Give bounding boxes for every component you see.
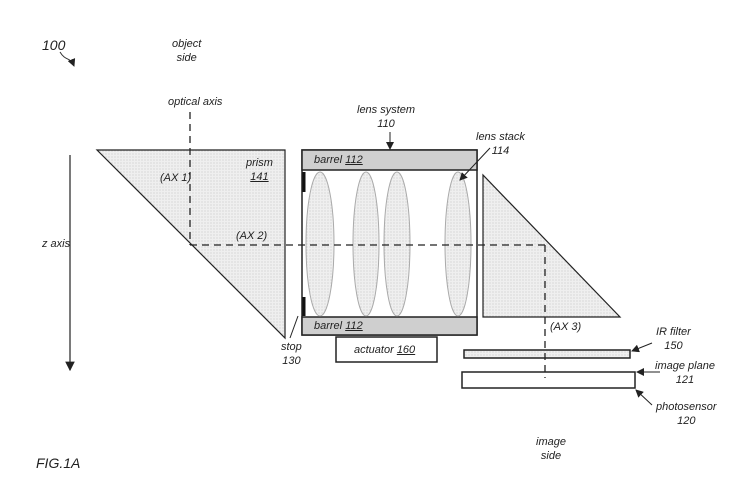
- lens-element: [305, 171, 335, 317]
- lens-element: [383, 171, 411, 317]
- ax1-label: (AX 1): [160, 172, 192, 184]
- optical-axis-path: [189, 112, 546, 378]
- z-axis-label: z axis: [42, 238, 71, 250]
- barrel-top-label: barrel 112: [314, 154, 363, 166]
- right-prism: [482, 173, 622, 318]
- ir-filter-150: [463, 349, 631, 359]
- optical-axis-label: optical axis: [168, 96, 223, 108]
- lens-stack-114: [305, 171, 472, 317]
- barrel-bottom-label: barrel 112: [314, 320, 363, 332]
- ax3-label: (AX 3): [550, 321, 582, 333]
- barrel-top: [301, 149, 478, 171]
- photosensor-120: [461, 371, 636, 389]
- ref-100-squiggle: [59, 51, 76, 67]
- leader-lines: [289, 132, 660, 406]
- ax2-label: (AX 2): [236, 230, 268, 242]
- figure-label: FIG.1A: [36, 455, 81, 471]
- lens-element: [352, 171, 380, 317]
- actuator-160: [335, 336, 438, 363]
- lens-element: [444, 171, 472, 317]
- actuator-label: actuator 160: [354, 344, 416, 356]
- barrel-bottom: [301, 316, 478, 336]
- prism-141: [95, 149, 286, 340]
- ref-100: 100: [42, 37, 66, 53]
